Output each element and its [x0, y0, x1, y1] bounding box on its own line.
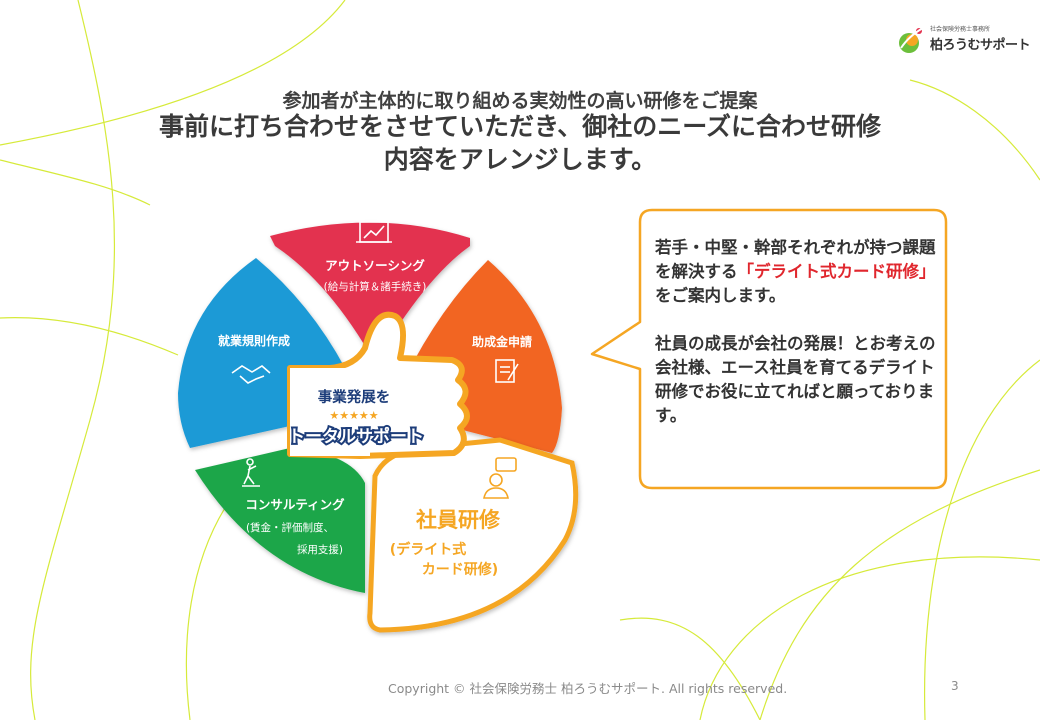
thumbs-up-badge [287, 311, 470, 459]
center-stars: ★★★★★ [329, 409, 378, 422]
training-title: 社員研修 [415, 508, 501, 532]
callout-p1-end: をご案内します。 [655, 286, 786, 305]
center-line-1: 事業発展を [318, 388, 391, 406]
copyright: Copyright © 社会保険労務士 柏ろうむサポート. All rights… [388, 681, 788, 696]
page-number: 3 [951, 679, 959, 693]
rules-title: 就業規則作成 [218, 333, 290, 348]
consulting-subtitle-1: (賃金・評価制度、 [246, 521, 334, 534]
logo-org-type: 社会保険労務士事務所 [930, 26, 991, 33]
title-line-1: 事前に打ち合わせをさせていただき、御社のニーズに合わせ研修 [158, 112, 881, 141]
outsourcing-subtitle: (給与計算＆諸手続き) [324, 280, 427, 293]
outsourcing-title: アウトソーシング [325, 258, 425, 273]
callout-paragraph-2: 社員の成長が会社の発展！とお考えの会社様、エース社員を育てるデライト研修でお役に… [655, 334, 936, 425]
callout-highlight: 「デライト式カード研修」 [737, 262, 936, 281]
segment-outsourcing [270, 222, 470, 363]
climbing-person-icon [242, 458, 260, 487]
consulting-title: コンサルティング [245, 497, 345, 512]
page-title: 事前に打ち合わせをさせていただき、御社のニーズに合わせ研修 内容をアレンジします… [0, 110, 1040, 176]
presenter-icon [483, 457, 517, 499]
callout-paragraph-1: 若手・中堅・幹部それぞれが持つ課題を解決する「デライト式カード研修」をご案内しま… [655, 236, 945, 308]
service-wheel: アウトソーシング (給与計算＆諸手続き) 助成金申請 就業規則作成 コンサルティ… [178, 221, 579, 633]
segment-consulting [195, 448, 365, 593]
callout-p1-text: 若手・中堅・幹部それぞれが持つ課題を解決する [655, 238, 936, 281]
callout-text: 若手・中堅・幹部それぞれが持つ課題を解決する「デライト式カード研修」をご案内しま… [655, 236, 945, 428]
subtitle: 参加者が主体的に取り組める実効性の高い研修をご提案 [282, 90, 758, 112]
line-chart-icon [356, 221, 392, 243]
center-line-2: トータルサポート [288, 426, 424, 447]
callout-bubble [590, 208, 948, 490]
subsidy-title: 助成金申請 [472, 334, 532, 349]
training-subtitle-2: カード研修) [422, 561, 498, 578]
company-logo-mark [899, 27, 924, 53]
training-subtitle-1: (デライト式 [390, 541, 466, 558]
logo-name: 柏ろうむサポート [930, 38, 1031, 53]
consulting-subtitle-2: 採用支援) [297, 543, 343, 556]
document-pen-icon [495, 359, 519, 383]
segment-training [367, 437, 579, 633]
title-line-2: 内容をアレンジします。 [383, 145, 657, 174]
handshake-icon [231, 365, 271, 384]
